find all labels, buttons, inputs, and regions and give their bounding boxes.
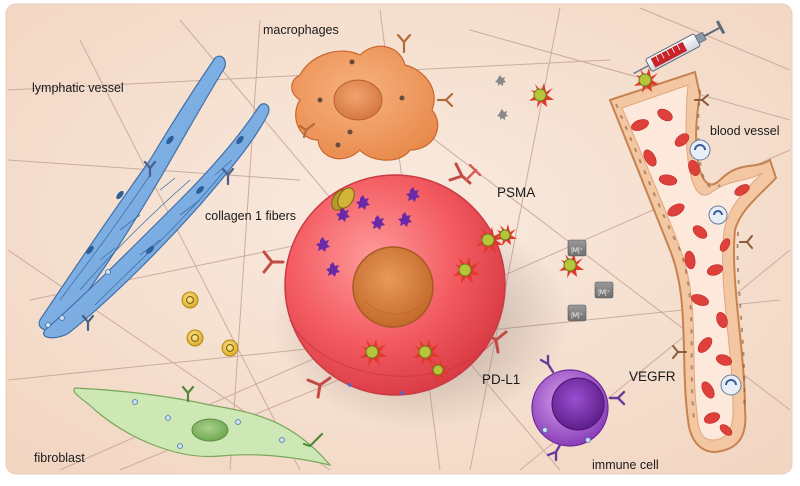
leukocytes bbox=[689, 139, 742, 396]
lymphatic-receptors bbox=[81, 160, 235, 332]
intracellular-particles bbox=[316, 187, 420, 277]
label-pd-l1: PD-L1 bbox=[482, 372, 521, 387]
blood-vessel bbox=[608, 70, 778, 454]
capsule-particle bbox=[331, 187, 355, 211]
isotope-boxes: [M]⁺ [M]⁺ [M]⁺ bbox=[567, 239, 614, 322]
bound-radioligands bbox=[360, 224, 517, 381]
free-radioligands bbox=[495, 75, 584, 278]
isotope-label-2: [M]⁺ bbox=[598, 289, 610, 296]
tumor-cell bbox=[284, 174, 506, 396]
isotope-label-3: [M]⁺ bbox=[571, 312, 583, 319]
macrophage-cell bbox=[291, 33, 454, 161]
label-blood-vessel: blood vessel bbox=[710, 124, 780, 138]
label-psma: PSMA bbox=[497, 185, 536, 200]
label-lymphatic-vessel: lymphatic vessel bbox=[32, 81, 124, 95]
fibroblast-cell bbox=[73, 385, 332, 466]
erythrocytes bbox=[631, 108, 750, 436]
injected-radioligand bbox=[634, 68, 659, 93]
psma-receptor-icon bbox=[464, 163, 482, 182]
vegfr-receptors bbox=[672, 94, 753, 359]
label-vegfr: VEGFR bbox=[629, 369, 676, 384]
immune-cell bbox=[531, 354, 626, 462]
lymphatic-vessel bbox=[38, 55, 270, 339]
isotope-label-1: [M]⁺ bbox=[571, 247, 583, 254]
label-collagen-fibers: collagen 1 fibers bbox=[205, 209, 297, 223]
syringe-icon bbox=[633, 20, 726, 75]
label-immune-cell: immune cell bbox=[592, 458, 659, 472]
label-fibroblast: fibroblast bbox=[34, 451, 85, 465]
label-macrophages: macrophages bbox=[263, 23, 339, 37]
gold-nanoparticles bbox=[181, 291, 239, 357]
